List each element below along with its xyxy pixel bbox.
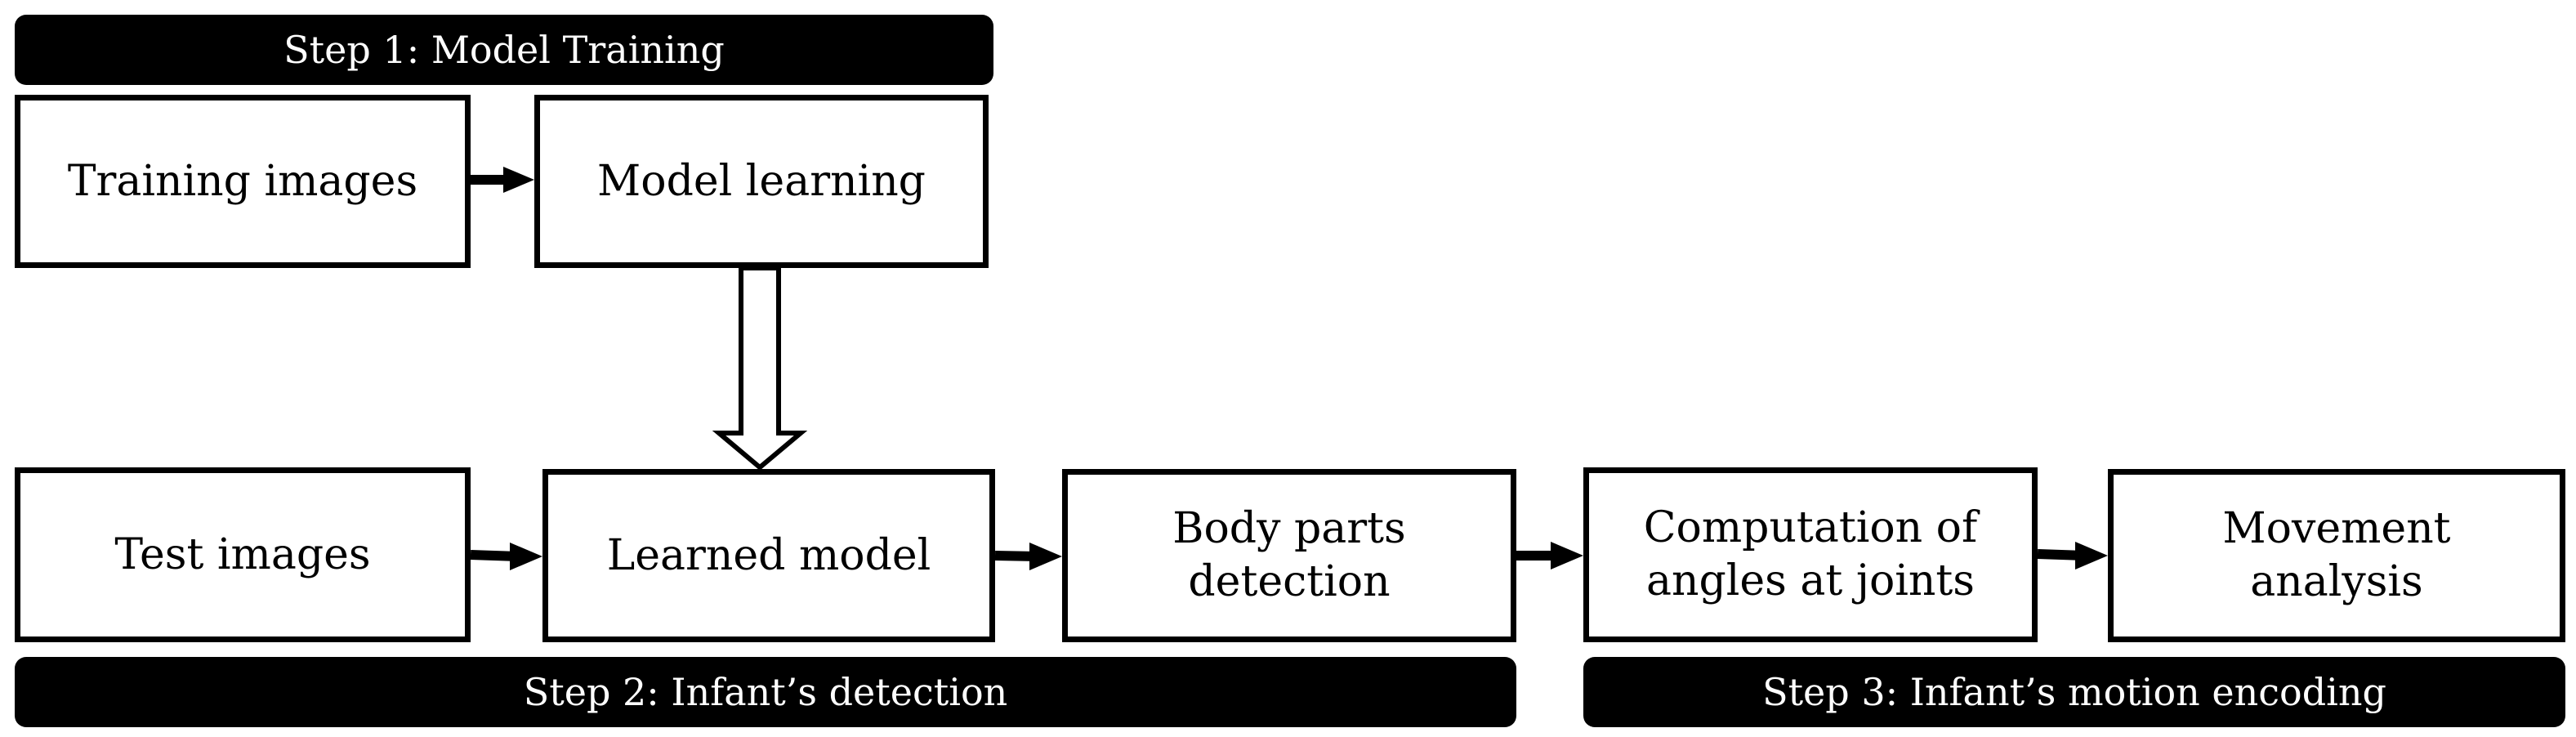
arrow-test-to-learned <box>470 543 542 570</box>
movement-analysis-label: Movement analysis <box>2222 504 2451 606</box>
step2-label: Step 2: Infant’s detection <box>523 670 1008 714</box>
step1-label: Step 1: Model Training <box>283 28 725 72</box>
angles-computation-box: Computation of angles at joints <box>1583 467 2038 642</box>
body-parts-detection-box: Body parts detection <box>1062 469 1516 642</box>
model-learning-box: Model learning <box>534 95 989 268</box>
test-images-box: Test images <box>15 467 471 642</box>
step3-banner: Step 3: Infant’s motion encoding <box>1583 657 2565 727</box>
arrow-bodyparts-to-angles <box>1516 542 1583 570</box>
model-learning-label: Model learning <box>597 156 926 206</box>
learned-model-box: Learned model <box>542 469 995 642</box>
step2-banner: Step 2: Infant’s detection <box>15 657 1516 727</box>
arrow-angles-to-movement <box>2037 542 2108 570</box>
step3-label: Step 3: Infant’s motion encoding <box>1762 670 2386 714</box>
movement-analysis-box: Movement analysis <box>2108 469 2565 642</box>
hollow-arrow-model-to-learned <box>712 266 808 471</box>
body-parts-detection-label: Body parts detection <box>1172 504 1406 606</box>
test-images-label: Test images <box>114 529 371 579</box>
learned-model-label: Learned model <box>606 530 931 580</box>
arrow-training-to-model <box>471 167 534 193</box>
training-images-box: Training images <box>15 95 471 268</box>
step1-banner: Step 1: Model Training <box>15 15 993 85</box>
arrow-learned-to-bodyparts <box>994 543 1062 570</box>
angles-computation-label: Computation of angles at joints <box>1643 503 1978 605</box>
training-images-label: Training images <box>67 156 418 206</box>
